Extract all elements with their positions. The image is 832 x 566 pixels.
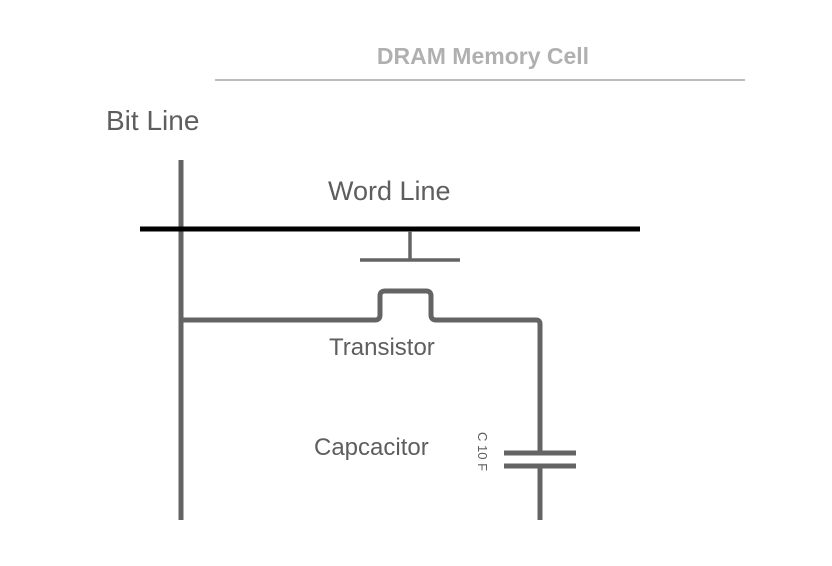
capacitor-value-label: C 10 F (475, 432, 490, 471)
capacitor-label: Capcacitor (314, 434, 429, 461)
transistor-channel (181, 288, 543, 398)
word-line-label: Word Line (328, 176, 451, 206)
bit-line-label: Bit Line (106, 105, 199, 136)
transistor-label: Transistor (329, 334, 435, 361)
diagram-title: DRAM Memory Cell (377, 43, 589, 69)
